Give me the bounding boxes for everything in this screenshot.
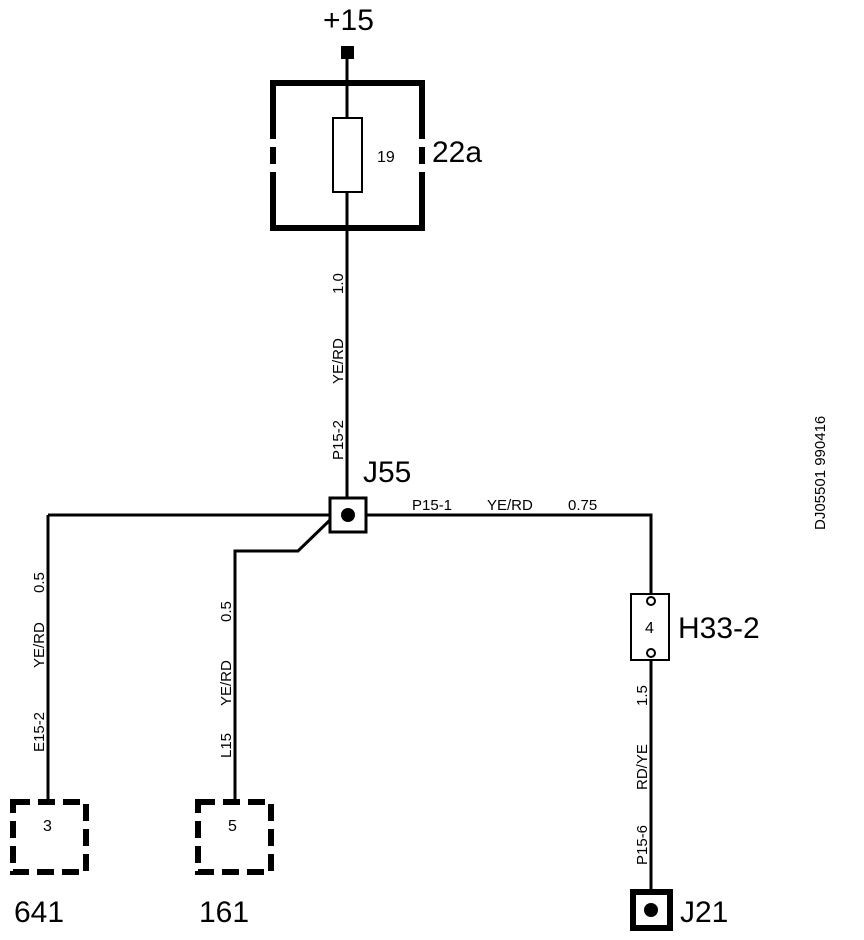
- supply-terminal: [341, 46, 354, 59]
- junction-j55-label: J55: [363, 456, 411, 489]
- connector-h33-label: H33-2: [678, 612, 760, 645]
- fuse-element: [332, 117, 363, 193]
- component-641-label: 641: [14, 896, 64, 929]
- component-161-pin: 5: [228, 818, 237, 835]
- component-641-pin: 3: [43, 818, 52, 835]
- vertical-wire-code: P15-2: [330, 420, 347, 460]
- connector-h33-bottom-pin-icon: [646, 648, 656, 658]
- mid-wire-code: L15: [218, 733, 235, 758]
- component-641-box: [10, 799, 89, 875]
- drawing-reference: DJ05501 990416: [812, 416, 829, 530]
- mid-wire: [233, 518, 332, 802]
- right-lower-wire-code: P15-6: [634, 825, 651, 865]
- vertical-wire-size: 1.0: [330, 273, 347, 294]
- right-lower-wire-size: 1.5: [634, 685, 651, 706]
- junction-j55-dot: [341, 508, 355, 522]
- junction-j21-label: J21: [680, 896, 728, 929]
- fuse-number: 19: [377, 149, 395, 166]
- junction-j21-dot: [644, 903, 658, 917]
- left-wire-code: E15-2: [31, 712, 48, 752]
- connector-h33-top-pin-icon: [646, 596, 656, 606]
- right-lower-wire-color: RD/YE: [634, 744, 651, 790]
- junction-j21: [630, 889, 673, 931]
- right-bus-wire: [366, 513, 653, 594]
- left-wire-size: 0.5: [31, 572, 48, 593]
- fuse-box-id: 22a: [432, 136, 482, 169]
- connector-h33-pin: 4: [645, 620, 654, 637]
- mid-wire-size: 0.5: [218, 601, 235, 622]
- component-161-label: 161: [199, 896, 249, 929]
- right-wire-size: 0.75: [568, 497, 597, 514]
- right-wire-code: P15-1: [412, 497, 452, 514]
- mid-wire-color: YE/RD: [218, 660, 235, 706]
- supply-label: +15: [323, 4, 374, 37]
- component-161-box: [195, 799, 274, 875]
- right-wire-color: YE/RD: [487, 497, 533, 514]
- left-wire-color: YE/RD: [31, 622, 48, 668]
- vertical-wire-color: YE/RD: [330, 338, 347, 384]
